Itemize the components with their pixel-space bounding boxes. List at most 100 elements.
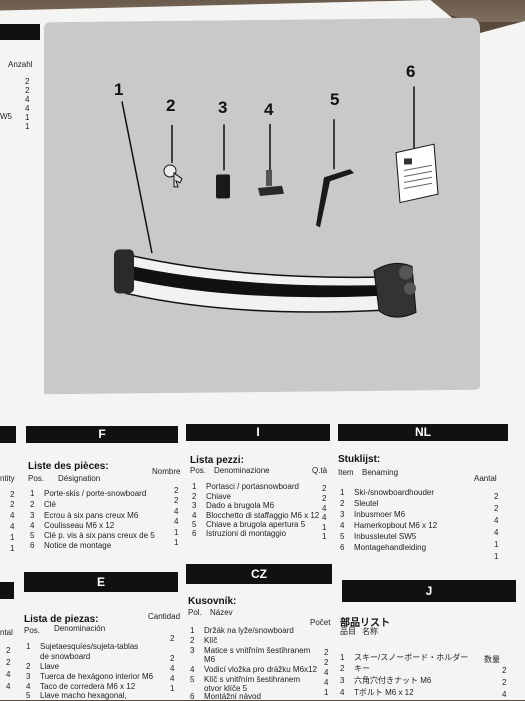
quantity-value: 2 — [25, 77, 30, 86]
part-number-label: 2 — [166, 96, 176, 115]
quantity-value: 2 — [324, 658, 329, 667]
section-title: Lista de piezas: — [24, 614, 99, 625]
slot-nut-drawing — [258, 169, 284, 197]
quantity-value: 4 — [6, 670, 11, 679]
list-item: otvor klíče 5 — [204, 684, 248, 693]
quantity-value: 4 — [174, 517, 179, 526]
column-header-name: Denominazione — [214, 466, 270, 475]
column-header-quantity: Q.tà — [312, 466, 328, 475]
section-title: Liste des pièces: — [28, 461, 109, 472]
quantity-value: 2 — [6, 646, 11, 655]
quantity-value: 2 — [25, 86, 30, 95]
quantity-value: 1 — [25, 113, 30, 122]
quantity-value: 2 — [170, 634, 175, 643]
quantity-value: 4 — [324, 668, 329, 677]
key-drawing — [163, 164, 183, 188]
quantity-value: 2 — [174, 496, 179, 505]
manual-drawing — [395, 143, 439, 204]
quantity-value: 4 — [322, 504, 327, 513]
section-title: Stuklijst: — [338, 454, 381, 465]
quantity-value: 4 — [170, 674, 175, 683]
quantity-value: 2 — [174, 486, 179, 495]
quantity-value: 4 — [25, 104, 30, 113]
quantity-value: 1 — [170, 684, 175, 693]
quantity-value: 1 — [322, 532, 327, 541]
quantity-value: 4 — [10, 511, 15, 520]
section-title: 部品リスト — [340, 618, 390, 629]
column-header-name: Benaming — [362, 468, 399, 477]
quantity-value: 2 — [324, 648, 329, 657]
section-bar-cut — [0, 426, 16, 443]
quantity-value: 4 — [6, 682, 11, 691]
quantity-value: 4 — [170, 664, 175, 673]
quantity-value: 2 — [10, 500, 15, 509]
section-bar-e: E — [24, 572, 178, 592]
column-header-quantity: Aantal — [474, 474, 497, 483]
nut-drawing — [216, 174, 230, 199]
quantity-value: 4 — [322, 513, 327, 522]
quantity-value: 4 — [174, 507, 179, 516]
column-header-name: 名称 — [362, 627, 378, 636]
quantity-value: 1 — [10, 544, 15, 553]
text-fragment: W5 — [0, 112, 12, 121]
parts-drawing — [114, 86, 439, 318]
quantity-value: 1 — [174, 538, 179, 547]
quantity-value: 2 — [494, 504, 499, 513]
quantity-value: 4 — [502, 690, 507, 699]
section-bar-cut — [0, 582, 14, 599]
part-number-label: 4 — [264, 100, 274, 119]
quantity-value: 4 — [324, 678, 329, 687]
quantity-value: 1 — [322, 523, 327, 532]
column-header-quantity: ntity — [0, 474, 15, 483]
column-header-pos: Pos. — [28, 474, 45, 483]
column-header-quantity: ntal — [0, 628, 13, 637]
quantity-value: 2 — [502, 678, 507, 687]
column-header-name: Název — [210, 608, 233, 617]
quantity-value: 4 — [494, 528, 499, 537]
section-title: Lista pezzi: — [190, 455, 244, 466]
quantity-value: 4 — [10, 522, 15, 531]
section-bar-i: I — [186, 424, 330, 441]
part-number-label: 5 — [330, 90, 340, 109]
section-bar-f: F — [26, 426, 178, 443]
quantity-header: Anzahl — [8, 60, 33, 69]
column-header-name: Denominación — [54, 624, 106, 633]
part-number-label: 6 — [406, 62, 416, 81]
quantity-value: 1 — [324, 688, 329, 697]
quantity-value: 2 — [6, 658, 11, 667]
section-title: Kusovník: — [188, 596, 237, 607]
quantity-value: 1 — [494, 540, 499, 549]
column-header-pos: 品目 — [340, 627, 356, 636]
quantity-value: 2 — [322, 494, 327, 503]
column-header-pos: Pos. — [24, 626, 41, 635]
list-item: M6 — [204, 655, 216, 664]
column-header-pos: Item — [338, 468, 354, 477]
column-header-name: Désignation — [58, 474, 101, 483]
section-bar-j: J — [342, 580, 516, 602]
quantity-value: 1 — [494, 552, 499, 561]
quantity-value: 2 — [322, 484, 327, 493]
quantity-value: 1 — [174, 528, 179, 537]
section-header-bar-cut — [0, 24, 40, 40]
